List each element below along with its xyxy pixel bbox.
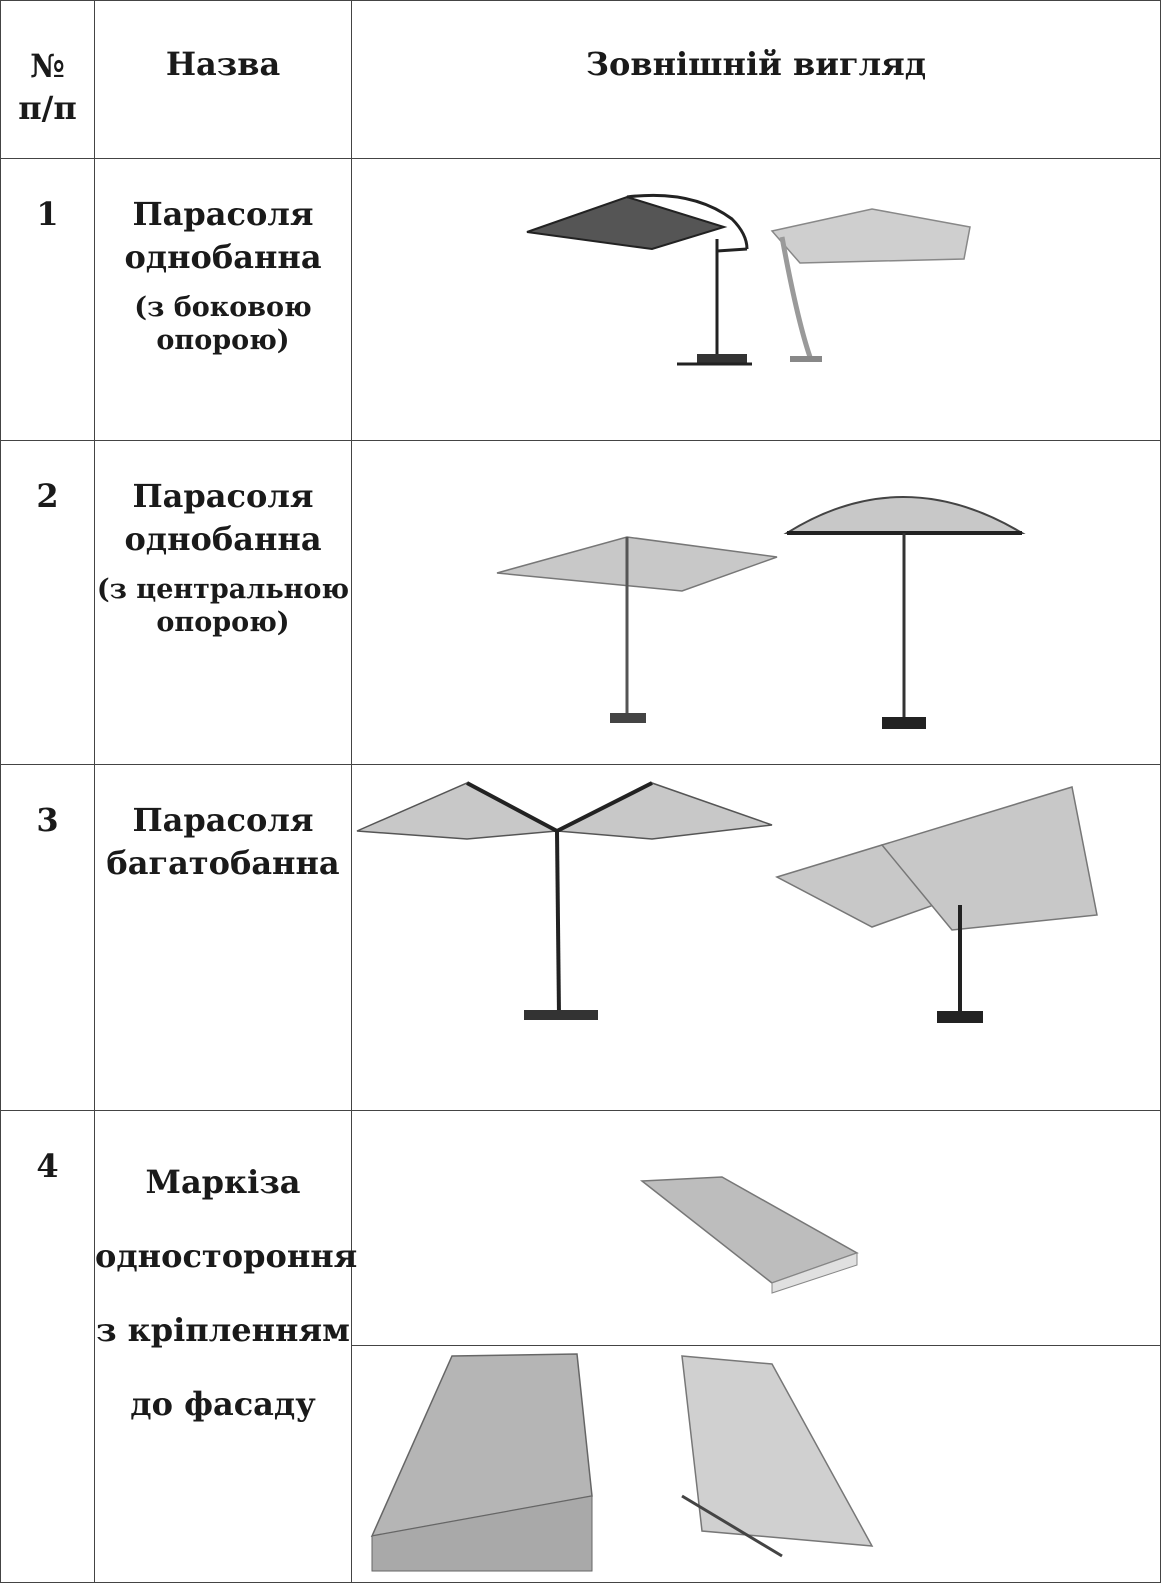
header-num-text: № п/п bbox=[18, 47, 77, 127]
awning-icon bbox=[370, 1353, 874, 1572]
table-row: 4 Маркіза одностороння з кріпленням до ф… bbox=[0, 1110, 1161, 1583]
header-name-cell: Назва bbox=[94, 0, 352, 159]
header-appearance: Зовнішній вигляд bbox=[585, 45, 927, 83]
table-row: 2 Парасоля однобанна (з центральною опор… bbox=[0, 440, 1161, 765]
row-name-line: Парасоля bbox=[132, 477, 314, 515]
header-num: № п/п bbox=[1, 1, 94, 129]
center-pole-umbrella-icon bbox=[496, 496, 1026, 729]
row-num: 3 bbox=[36, 801, 59, 839]
row-num-cell: 3 bbox=[0, 764, 95, 1111]
row-note-line: опорою) bbox=[156, 325, 290, 356]
awning-image-bottom bbox=[352, 1346, 1160, 1582]
row-name-line: Маркіза bbox=[145, 1163, 301, 1201]
table-row: 1 Парасоля однобанна (з боковою опорою) bbox=[0, 158, 1161, 441]
row-note-line: (з боковою bbox=[134, 292, 312, 323]
table-header-row: № п/п Назва Зовнішній вигляд bbox=[0, 0, 1161, 159]
row-name-line: до фасаду bbox=[130, 1385, 316, 1423]
header-name: Назва bbox=[165, 45, 281, 83]
row-name-line: з кріпленням bbox=[96, 1311, 350, 1349]
row-name-line: багатобанна bbox=[106, 844, 340, 882]
row-num-cell: 4 bbox=[0, 1110, 95, 1583]
table-row: 3 Парасоля багатобанна bbox=[0, 764, 1161, 1111]
row-name-cell: Парасоля багатобанна bbox=[94, 764, 352, 1111]
row-image-cell bbox=[351, 1110, 1161, 1583]
row-num-cell: 1 bbox=[0, 158, 95, 441]
row-num: 2 bbox=[36, 477, 59, 515]
row-name-cell: Парасоля однобанна (з боковою опорою) bbox=[94, 158, 352, 441]
awning-icon bbox=[639, 1176, 859, 1294]
header-appearance-cell: Зовнішній вигляд bbox=[351, 0, 1161, 159]
cantilever-umbrella-icon bbox=[526, 193, 971, 366]
row-num: 4 bbox=[36, 1147, 59, 1185]
row-name-cell: Парасоля однобанна (з центральною опорою… bbox=[94, 440, 352, 765]
row-name-line: однобанна bbox=[124, 238, 322, 276]
row-image-cell bbox=[351, 764, 1161, 1111]
row-name-line: одностороння bbox=[95, 1237, 358, 1275]
header-num-cell: № п/п bbox=[0, 0, 95, 159]
row-image-cell bbox=[351, 158, 1161, 441]
row-note-line: (з центральною bbox=[96, 574, 350, 605]
row-note-line: опорою) bbox=[156, 607, 290, 638]
awning-image-top bbox=[352, 1111, 1160, 1346]
row-num: 1 bbox=[36, 195, 59, 233]
multi-canopy-umbrella-icon bbox=[356, 781, 1098, 1023]
row-image-cell bbox=[351, 440, 1161, 765]
row-num-cell: 2 bbox=[0, 440, 95, 765]
row-name-cell: Маркіза одностороння з кріпленням до фас… bbox=[94, 1110, 358, 1583]
row-name-line: Парасоля bbox=[132, 801, 314, 839]
row-name-line: однобанна bbox=[124, 520, 322, 558]
row-name-line: Парасоля bbox=[132, 195, 314, 233]
